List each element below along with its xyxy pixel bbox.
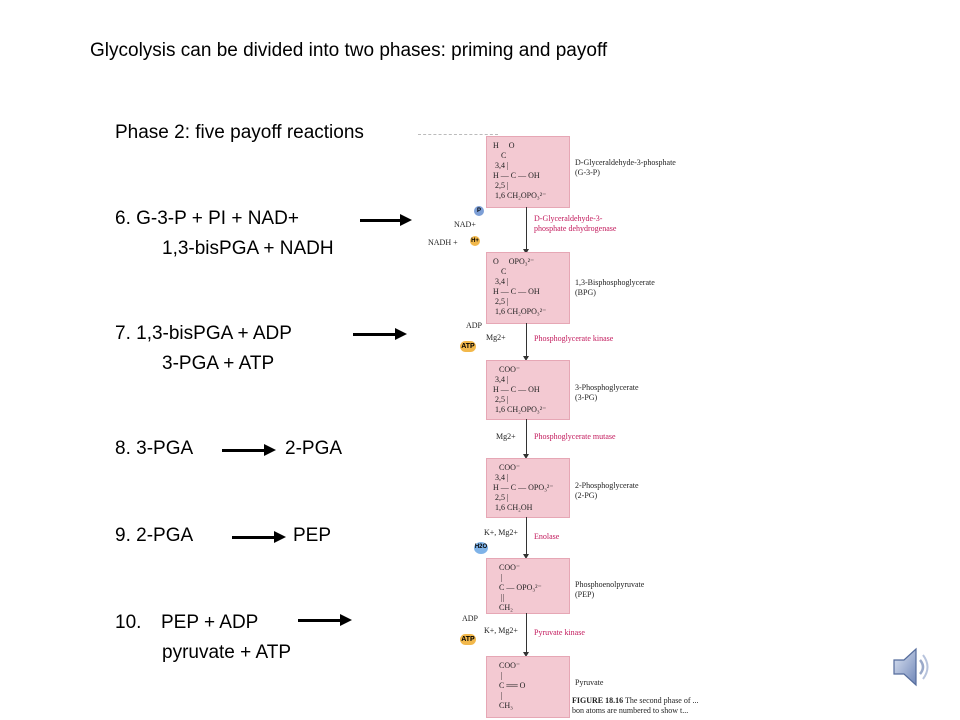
caption-text-line2: bon atoms are numbered to show t... (572, 706, 689, 715)
reaction-10-reactants: PEP + ADP (161, 612, 259, 633)
compound-label-2pg: 2-Phosphoglycerate(2-PG) (575, 481, 639, 501)
reaction-7-arrow (353, 328, 407, 340)
compound-label-pep: Phosphoenolpyruvate(PEP) (575, 580, 644, 600)
compound-name: 1,3-Bisphosphoglycerate (575, 278, 655, 287)
step-arrow-3 (523, 419, 529, 459)
phase-heading: Phase 2: five payoff reactions (115, 122, 364, 143)
nadh-label: NADH + (428, 238, 458, 247)
structure-2pg: COO⁻ 3,4 |H — C — OPO₃²⁻ 2,5 | 1,6 CH₂OH (493, 463, 554, 512)
compound-abbr: (3-PG) (575, 393, 598, 402)
reaction-10-number: 10. (115, 612, 142, 633)
structure-g3p: H O C 3,4 |H — C — OH 2,5 | 1,6 CH₂OPO₃²… (493, 141, 547, 200)
structure-pyruvate: COO⁻ | C ══ O | CH₃ (493, 661, 526, 710)
step-arrow-2 (523, 323, 529, 361)
compound-label-3pg: 3-Phosphoglycerate(3-PG) (575, 383, 639, 403)
compound-abbr: (2-PG) (575, 491, 598, 500)
enzyme-phosphoglycerate-mutase: Phosphoglycerate mutase (534, 432, 616, 441)
compound-name: 2-Phosphoglycerate (575, 481, 639, 490)
step-arrow-4 (523, 517, 529, 559)
glycolysis-phase2-figure: H O C 3,4 |H — C — OH 2,5 | 1,6 CH₂OPO₃²… (418, 128, 698, 720)
reaction-9-reactant: 9. 2-PGA (115, 525, 194, 546)
reaction-6-reactants: 6. G-3-P + PI + NAD+ (115, 208, 299, 229)
adp-label-1: ADP (466, 321, 483, 330)
step-arrow-5 (523, 613, 529, 657)
enzyme-pyruvate-kinase: Pyruvate kinase (534, 628, 585, 637)
compound-box-g3p: H O C 3,4 |H — C — OH 2,5 | 1,6 CH₂OPO₃²… (486, 136, 570, 208)
reaction-6-products: 1,3-bisPGA + NADH (162, 238, 334, 259)
compound-name: 3-Phosphoglycerate (575, 383, 639, 392)
speaker-icon[interactable] (890, 644, 932, 690)
compound-box-bpg: O OPO₃²⁻ C 3,4 |H — C — OH 2,5 | 1,6 CH₂… (486, 252, 570, 324)
reaction-8-product: 2-PGA (285, 438, 343, 459)
phosphate-icon: P (474, 206, 484, 216)
compound-label-pyruvate: Pyruvate (575, 678, 604, 687)
reaction-9-arrow (232, 531, 286, 543)
atp-icon-2: ATP (460, 634, 476, 645)
compound-name: Phosphoenolpyruvate (575, 580, 645, 589)
mg-label-2: Mg2+ (496, 432, 516, 441)
compound-name: D-Glyceraldehyde-3-phosphate (575, 158, 676, 167)
reaction-8-arrow (222, 444, 276, 456)
structure-3pg: COO⁻ 3,4 |H — C — OH 2,5 | 1,6 CH₂OPO₃²⁻ (493, 365, 547, 414)
structure-bpg: O OPO₃²⁻ C 3,4 |H — C — OH 2,5 | 1,6 CH₂… (493, 257, 547, 316)
k-mg-label-2: K+, Mg2+ (484, 626, 518, 635)
figure-caption: FIGURE 18.16 The second phase of ...bon … (572, 696, 698, 716)
reaction-7-products: 3-PGA + ATP (162, 353, 275, 374)
compound-abbr: (G-3-P) (575, 168, 600, 177)
figure-dashed-rule (418, 134, 498, 135)
proton-icon: H+ (470, 236, 480, 246)
step-arrow-1 (523, 207, 529, 254)
caption-label: FIGURE 18.16 (572, 696, 624, 705)
reaction-10-products: pyruvate + ATP (162, 642, 292, 663)
structure-pep: COO⁻ | C — OPO₃²⁻ || CH₂ (493, 563, 542, 612)
compound-box-2pg: COO⁻ 3,4 |H — C — OPO₃²⁻ 2,5 | 1,6 CH₂OH (486, 458, 570, 518)
compound-label-g3p: D-Glyceraldehyde-3-phosphate(G-3-P) (575, 158, 676, 178)
mg-label-1: Mg2+ (486, 333, 506, 342)
slide-title: Glycolysis can be divided into two phase… (90, 40, 608, 61)
reaction-8-reactant: 8. 3-PGA (115, 438, 194, 459)
reaction-10-arrow (298, 614, 352, 626)
caption-text: The second phase of ... (624, 696, 698, 705)
adp-label-2: ADP (462, 614, 479, 623)
enzyme-phosphoglycerate-kinase: Phosphoglycerate kinase (534, 334, 614, 343)
compound-label-bpg: 1,3-Bisphosphoglycerate(BPG) (575, 278, 655, 298)
nad-label: NAD+ (454, 220, 476, 229)
compound-abbr: (BPG) (575, 288, 596, 297)
compound-box-3pg: COO⁻ 3,4 |H — C — OH 2,5 | 1,6 CH₂OPO₃²⁻ (486, 360, 570, 420)
compound-abbr: (PEP) (575, 590, 595, 599)
speaker-icon-graphic (893, 647, 929, 687)
reaction-7-reactants: 7. 1,3-bisPGA + ADP (115, 323, 292, 344)
reaction-6-arrow (360, 214, 412, 226)
k-mg-label-1: K+, Mg2+ (484, 528, 518, 537)
compound-box-pep: COO⁻ | C — OPO₃²⁻ || CH₂ (486, 558, 570, 614)
enzyme-g3p-dehydrogenase: D-Glyceraldehyde-3-phosphate dehydrogena… (534, 214, 617, 233)
enzyme-enolase: Enolase (534, 532, 560, 541)
atp-icon-1: ATP (460, 341, 476, 352)
compound-box-pyruvate: COO⁻ | C ══ O | CH₃ (486, 656, 570, 718)
water-icon: H2O (474, 542, 488, 554)
reaction-9-product: PEP (293, 525, 332, 546)
